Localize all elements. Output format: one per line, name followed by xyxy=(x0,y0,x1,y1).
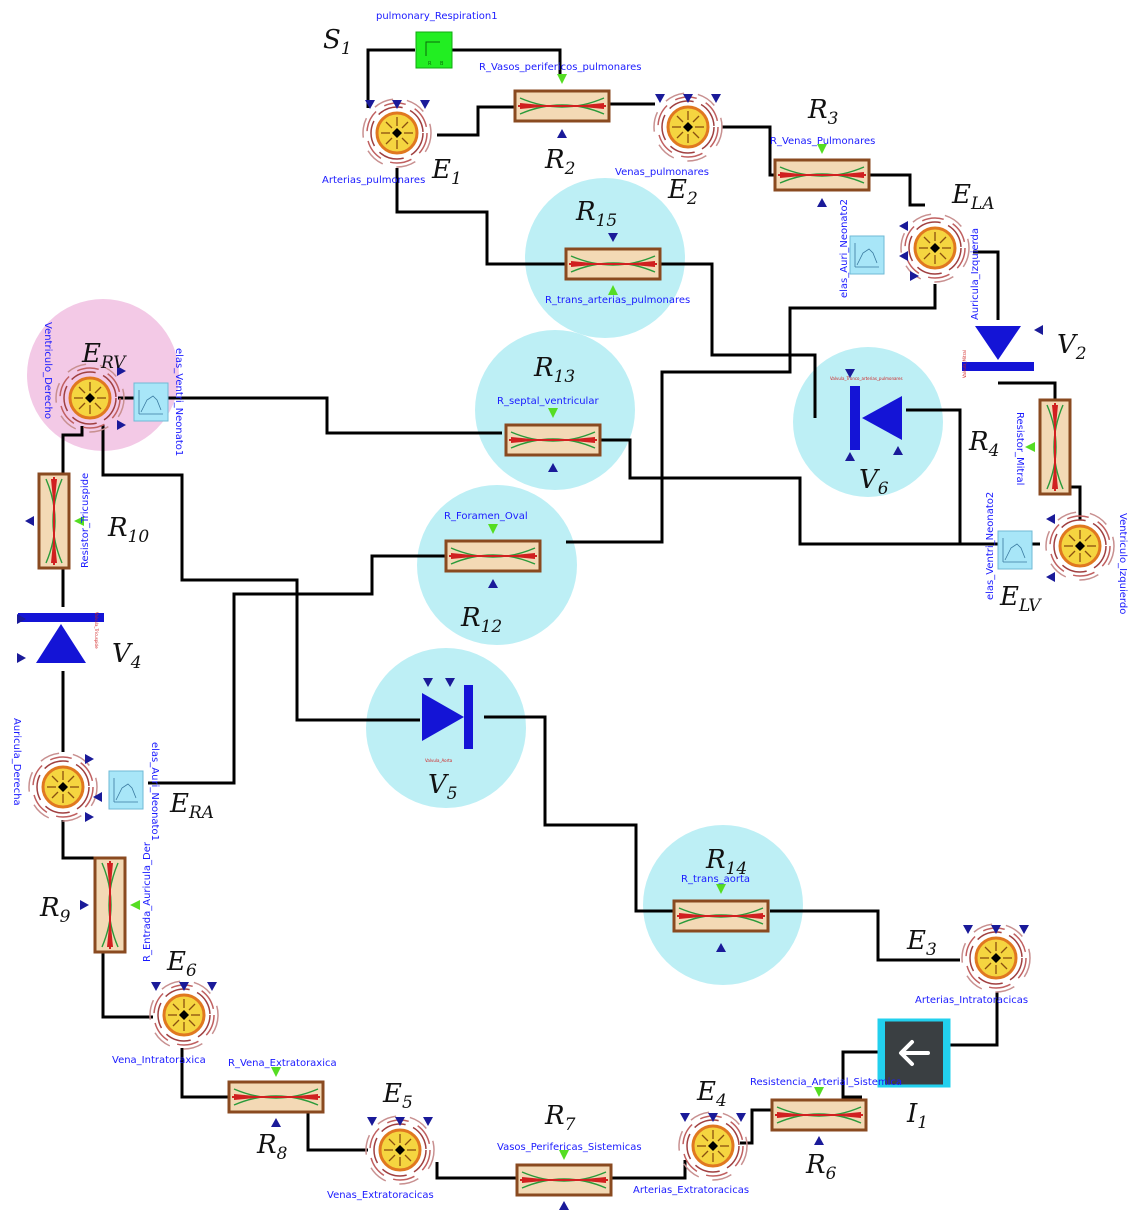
s1-symbol: S1 xyxy=(323,25,352,59)
i1-flow-source[interactable] xyxy=(877,1018,951,1088)
v6-symbol: V6 xyxy=(859,465,889,499)
r4-resistor[interactable] xyxy=(1025,398,1072,496)
arrow-left-icon xyxy=(899,1040,930,1066)
e3-chamber[interactable] xyxy=(960,922,1032,994)
r14-label: R_trans_aorta xyxy=(681,874,750,885)
r10-symbol: R10 xyxy=(107,513,149,547)
r6-symbol: R6 xyxy=(805,1150,837,1184)
era-elastance-label: elas_Auri_Neonato1 xyxy=(149,742,160,841)
e4-chamber[interactable] xyxy=(677,1110,749,1182)
e1-label: Arterias_pulmonares xyxy=(322,175,425,186)
elv-symbol: ELV xyxy=(999,582,1042,616)
elv-label: Ventriculo_Izquierdo xyxy=(1117,513,1128,614)
v2-label: Valvula_Mitral xyxy=(962,350,967,378)
r15-symbol: R15 xyxy=(575,197,617,231)
e3-symbol: E3 xyxy=(906,926,937,960)
e4-symbol: E4 xyxy=(696,1077,727,1111)
e6-chamber[interactable] xyxy=(148,979,220,1051)
v4-symbol: V4 xyxy=(112,639,142,673)
ela-chamber[interactable] xyxy=(899,212,971,284)
r12-symbol: R12 xyxy=(460,603,502,637)
v6-highlight xyxy=(793,347,943,497)
svg-text:B: B xyxy=(440,61,444,67)
r10-label: Resistor_Tricuspide xyxy=(80,473,91,568)
r13-symbol: R13 xyxy=(533,353,575,387)
r7-label: Vasos_Perifericas_Sistemicas xyxy=(497,1142,642,1153)
e2-chamber[interactable] xyxy=(652,91,724,163)
elv-elastance xyxy=(997,530,1033,570)
r6-label: Resistencia_Arterial_Sistemica xyxy=(750,1077,902,1088)
elv-chamber[interactable] xyxy=(1044,510,1116,582)
r14-symbol: R14 xyxy=(705,845,747,879)
e3-label: Arterias_Intratoracicas xyxy=(915,995,1028,1006)
e1-chamber[interactable] xyxy=(361,97,433,169)
e5-symbol: E5 xyxy=(382,1079,413,1113)
r15-label: R_trans_arterias_pulmonares xyxy=(545,295,690,306)
era-symbol: ERA xyxy=(169,789,214,823)
erv-symbol: ERV xyxy=(81,339,127,373)
ela-elastance xyxy=(849,235,885,275)
r7-symbol: R7 xyxy=(544,1101,576,1135)
era-chamber[interactable] xyxy=(27,751,102,823)
r4-label: Resistor_Mitral xyxy=(1014,412,1025,485)
v5-label: Valvula_Aorta xyxy=(425,758,453,763)
r2-resistor[interactable] xyxy=(513,74,611,138)
r13-label: R_septal_ventricular xyxy=(497,396,599,407)
v5-highlight xyxy=(366,648,526,808)
svg-text:R: R xyxy=(428,61,432,67)
e5-chamber[interactable] xyxy=(364,1114,436,1186)
s1-label: pulmonary_Respiration1 xyxy=(376,11,498,22)
r9-resistor[interactable] xyxy=(80,856,140,954)
elv-elastance-label: elas_Ventri_Neonato2 xyxy=(985,492,996,600)
era-elastance xyxy=(108,770,144,810)
v5-valve[interactable] xyxy=(422,678,473,749)
v4-valve[interactable] xyxy=(17,613,104,663)
ela-elastance-label: elas_Auri_Neonato2 xyxy=(839,199,850,298)
r8-symbol: R8 xyxy=(256,1130,288,1164)
era-label: Auricula_Derecha xyxy=(11,718,22,806)
r9-symbol: R9 xyxy=(39,893,71,927)
v2-symbol: V2 xyxy=(1057,330,1087,364)
r8-label: R_Vena_Extratoraxica xyxy=(228,1058,337,1069)
e6-label: Vena_Intratoraxica xyxy=(112,1055,206,1066)
v2-valve[interactable] xyxy=(962,325,1043,371)
i1-symbol: I1 xyxy=(906,1099,928,1133)
erv-elastance-label: elas_Ventri_Neonato1 xyxy=(173,348,184,456)
ela-label: Auricula_Izquierda xyxy=(970,228,981,320)
r9-label: R_Entrada_Auricula_Der xyxy=(142,841,153,962)
e2-label: Venas_pulmonares xyxy=(615,167,709,178)
r3-label: R_Venas_Pulmonares xyxy=(770,136,875,147)
r10-resistor[interactable] xyxy=(25,472,84,570)
r7-resistor[interactable] xyxy=(515,1150,613,1210)
ela-symbol: ELA xyxy=(951,180,995,214)
v5-symbol: V5 xyxy=(428,770,458,804)
v6-label: Valvula_Tronco_arterias_pulmonares xyxy=(830,376,903,381)
e5-label: Venas_Extratoracicas xyxy=(327,1190,434,1201)
e4-label: Arterias_Extratoracicas xyxy=(633,1185,749,1196)
e6-symbol: E6 xyxy=(166,947,197,981)
erv-elastance xyxy=(133,382,169,422)
s1-source[interactable]: R B xyxy=(415,31,453,69)
r4-symbol: R4 xyxy=(968,427,999,461)
e1-symbol: E1 xyxy=(431,155,462,189)
v4-label: Valvula_Tricuspide xyxy=(94,612,99,649)
v6-valve[interactable] xyxy=(845,369,903,461)
r2-label: R_Vasos_perifericos_pulmonares xyxy=(479,62,642,73)
e2-symbol: E2 xyxy=(667,175,698,209)
r3-resistor[interactable] xyxy=(773,144,871,207)
r3-symbol: R3 xyxy=(807,95,838,129)
r12-label: R_Foramen_Oval xyxy=(444,511,528,522)
r2-symbol: R2 xyxy=(544,145,575,179)
erv-label: Ventriculo_Derecho xyxy=(42,322,53,419)
